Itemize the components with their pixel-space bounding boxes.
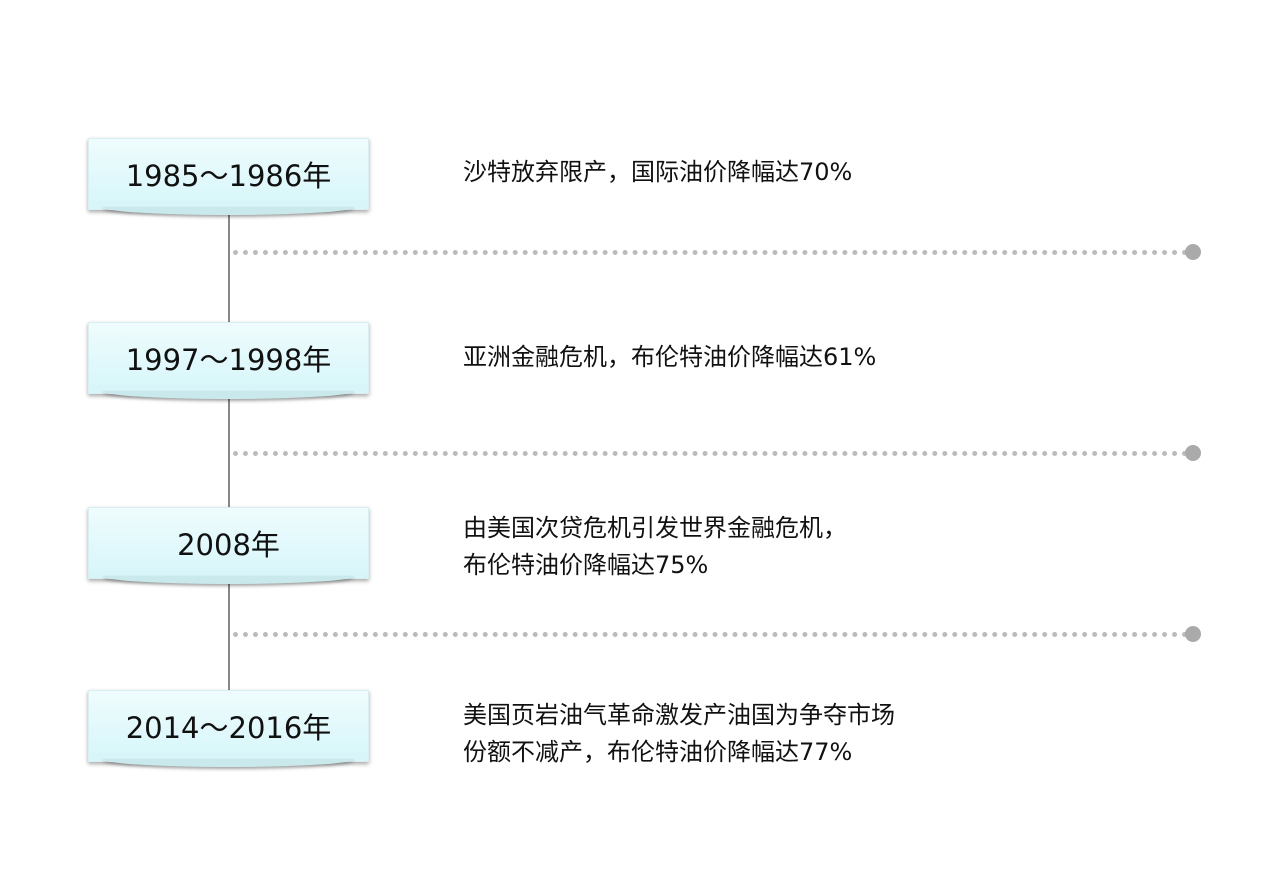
period-box-2: 1997～1998年 xyxy=(88,322,369,399)
description-line: 由美国次贷危机引发世界金融危机， xyxy=(463,514,847,542)
description-line: 布伦特油价降幅达75% xyxy=(463,551,709,579)
dotted-separator xyxy=(233,451,1188,456)
event-description-2: 亚洲金融危机，布伦特油价降幅达61% xyxy=(463,339,876,376)
dotted-separator xyxy=(233,250,1188,255)
description-line: 亚洲金融危机，布伦特油价降幅达61% xyxy=(463,343,877,371)
dotted-separator xyxy=(233,632,1188,637)
period-label: 1985～1986年 xyxy=(125,159,332,193)
separator-end-dot xyxy=(1185,445,1201,461)
event-description-1: 沙特放弃限产，国际油价降幅达70% xyxy=(463,154,852,191)
period-label: 2014～2016年 xyxy=(125,711,332,745)
period-box-4: 2014～2016年 xyxy=(88,690,369,767)
period-box-1: 1985～1986年 xyxy=(88,138,369,215)
event-description-3: 由美国次贷危机引发世界金融危机， 布伦特油价降幅达75% xyxy=(463,510,847,584)
event-description-4: 美国页岩油气革命激发产油国为争夺市场份额不减产，布伦特油价降幅达77% xyxy=(463,697,895,771)
timeline-axis xyxy=(228,205,230,693)
description-line: 份额不减产，布伦特油价降幅达77% xyxy=(463,738,853,766)
period-box-3: 2008年 xyxy=(88,507,369,584)
description-line: 沙特放弃限产，国际油价降幅达70% xyxy=(463,158,853,186)
separator-end-dot xyxy=(1185,244,1201,260)
description-line: 美国页岩油气革命激发产油国为争夺市场 xyxy=(463,701,895,729)
period-label: 1997～1998年 xyxy=(125,343,332,377)
period-label: 2008年 xyxy=(177,528,280,562)
separator-end-dot xyxy=(1185,626,1201,642)
